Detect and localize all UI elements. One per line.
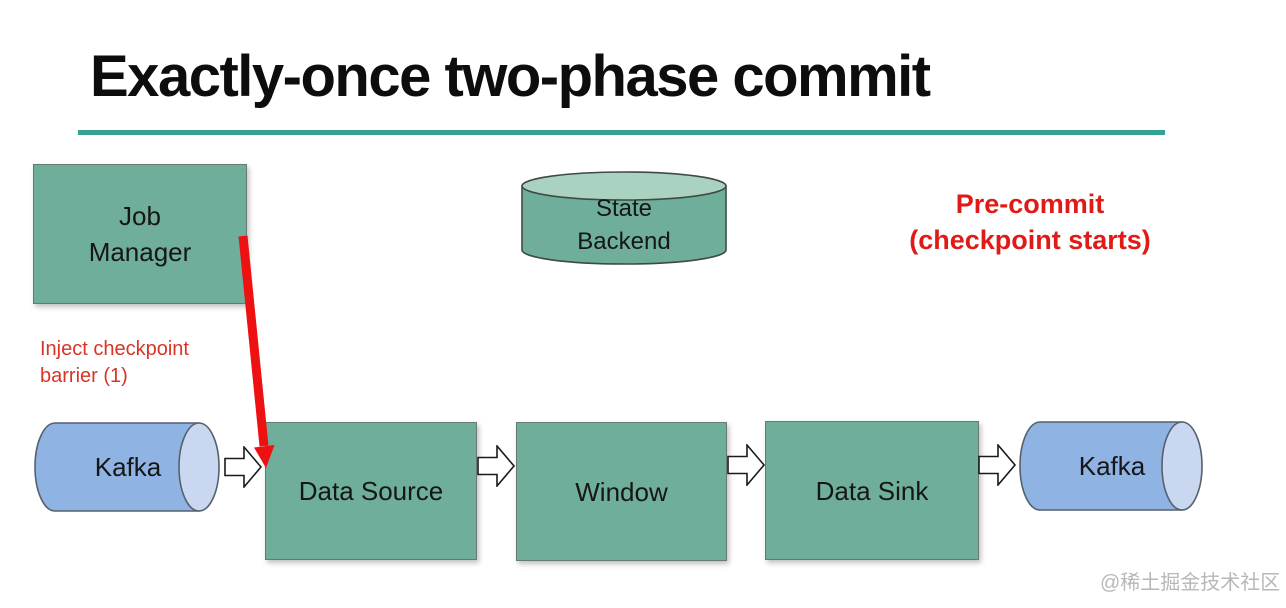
kafka-cylinder-icon — [34, 422, 220, 512]
page-title: Exactly-once two-phase commit — [90, 44, 931, 109]
flow-arrow-icon — [978, 444, 1017, 486]
database-cylinder-icon — [521, 171, 727, 265]
node-kafka-sink: Kafka — [1018, 420, 1206, 512]
inject-barrier-line1: Inject checkpoint — [40, 338, 189, 360]
kafka-cylinder-icon — [1019, 421, 1203, 511]
node-data-source: Data Source — [265, 422, 477, 560]
watermark: @稀土掘金技术社区 — [1100, 572, 1281, 594]
phase-annotation-line1: Pre-commit — [955, 189, 1105, 219]
kafka-sink-label: Kafka — [1078, 451, 1146, 481]
kafka-source-label: Kafka — [94, 452, 162, 482]
node-kafka-source: Kafka — [33, 421, 223, 513]
node-job-manager: Job Manager — [33, 164, 247, 304]
data-source-label: Data Source — [298, 476, 444, 506]
node-data-sink: Data Sink — [765, 421, 979, 560]
phase-annotation-line2: (checkpoint starts) — [909, 225, 1151, 255]
flow-arrow-icon — [224, 446, 262, 488]
job-manager-label: Job Manager — [88, 201, 192, 267]
window-label: Window — [575, 476, 668, 507]
title-underline-rule — [78, 130, 1165, 135]
state-backend-label: State Backend — [577, 195, 671, 255]
data-sink-label: Data Sink — [815, 475, 929, 506]
node-state-backend: State Backend — [520, 170, 728, 274]
node-window: Window — [516, 422, 727, 561]
flow-arrow-icon — [727, 444, 766, 486]
inject-barrier-annotation: Inject checkpoint barrier (1) — [40, 336, 189, 390]
inject-barrier-line2: barrier (1) — [40, 365, 128, 387]
flow-arrow-icon — [477, 445, 516, 487]
phase-annotation: Pre-commit (checkpoint starts) — [885, 186, 1175, 258]
